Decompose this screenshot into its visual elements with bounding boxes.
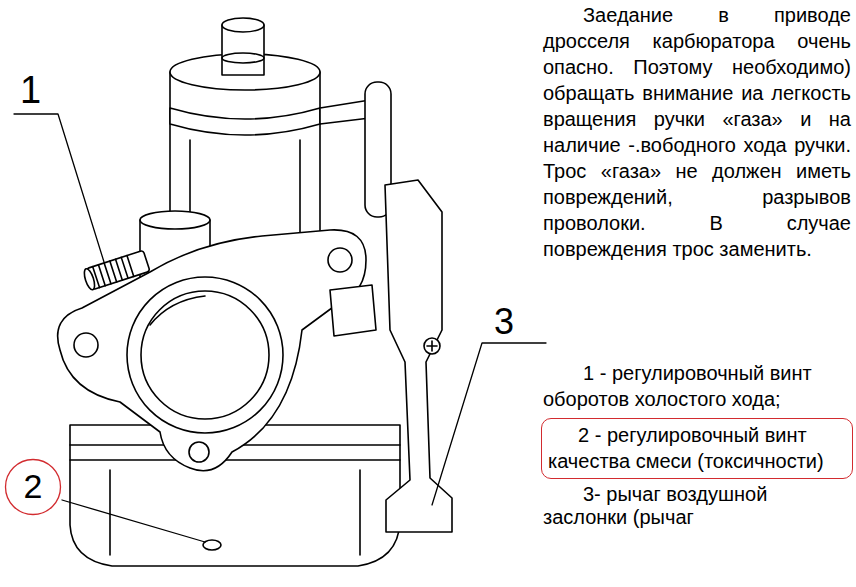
bore-shade	[150, 296, 205, 325]
clamp-band	[170, 108, 320, 135]
callout-circle: 2	[4, 458, 62, 516]
lever-pivot	[424, 338, 440, 354]
bolt-hole	[189, 442, 209, 462]
circle-outline	[6, 460, 61, 515]
warning-paragraph: Заедание в приводе дросселя карбюратора …	[543, 2, 851, 262]
bowl-seam	[70, 459, 400, 461]
top-cap-ring	[222, 53, 264, 63]
leader-line	[62, 500, 205, 542]
legend-note: 1 - регулировочный винт оборотов холосто…	[543, 360, 851, 412]
drain-screw	[203, 540, 221, 550]
callout-number: 3	[494, 300, 534, 343]
callout-number: 2	[24, 468, 43, 505]
leader-line	[432, 343, 546, 505]
bolt-hole	[74, 333, 98, 357]
leader-line	[14, 114, 104, 262]
clamp-tab	[320, 100, 370, 124]
bore-outer	[127, 277, 283, 433]
highlight-text: 2 - регулировочный винт качества смеси (…	[548, 422, 846, 474]
lever-pivot-cross	[427, 341, 437, 351]
pilot-port	[140, 211, 210, 229]
bowl-rib	[110, 470, 360, 555]
callout-number: 1	[20, 68, 64, 114]
cable-bracket	[330, 285, 376, 336]
mounting-flange	[58, 230, 366, 471]
highlight-box: 2 - регулировочный винт качества смеси (…	[541, 418, 853, 479]
bolt-hole	[328, 248, 352, 272]
choke-lever	[385, 180, 452, 532]
legend-note: 3- рычаг воздушной заслонки (рычаг	[543, 483, 851, 529]
top-cap-end	[222, 18, 264, 32]
bore-inner	[141, 291, 269, 419]
